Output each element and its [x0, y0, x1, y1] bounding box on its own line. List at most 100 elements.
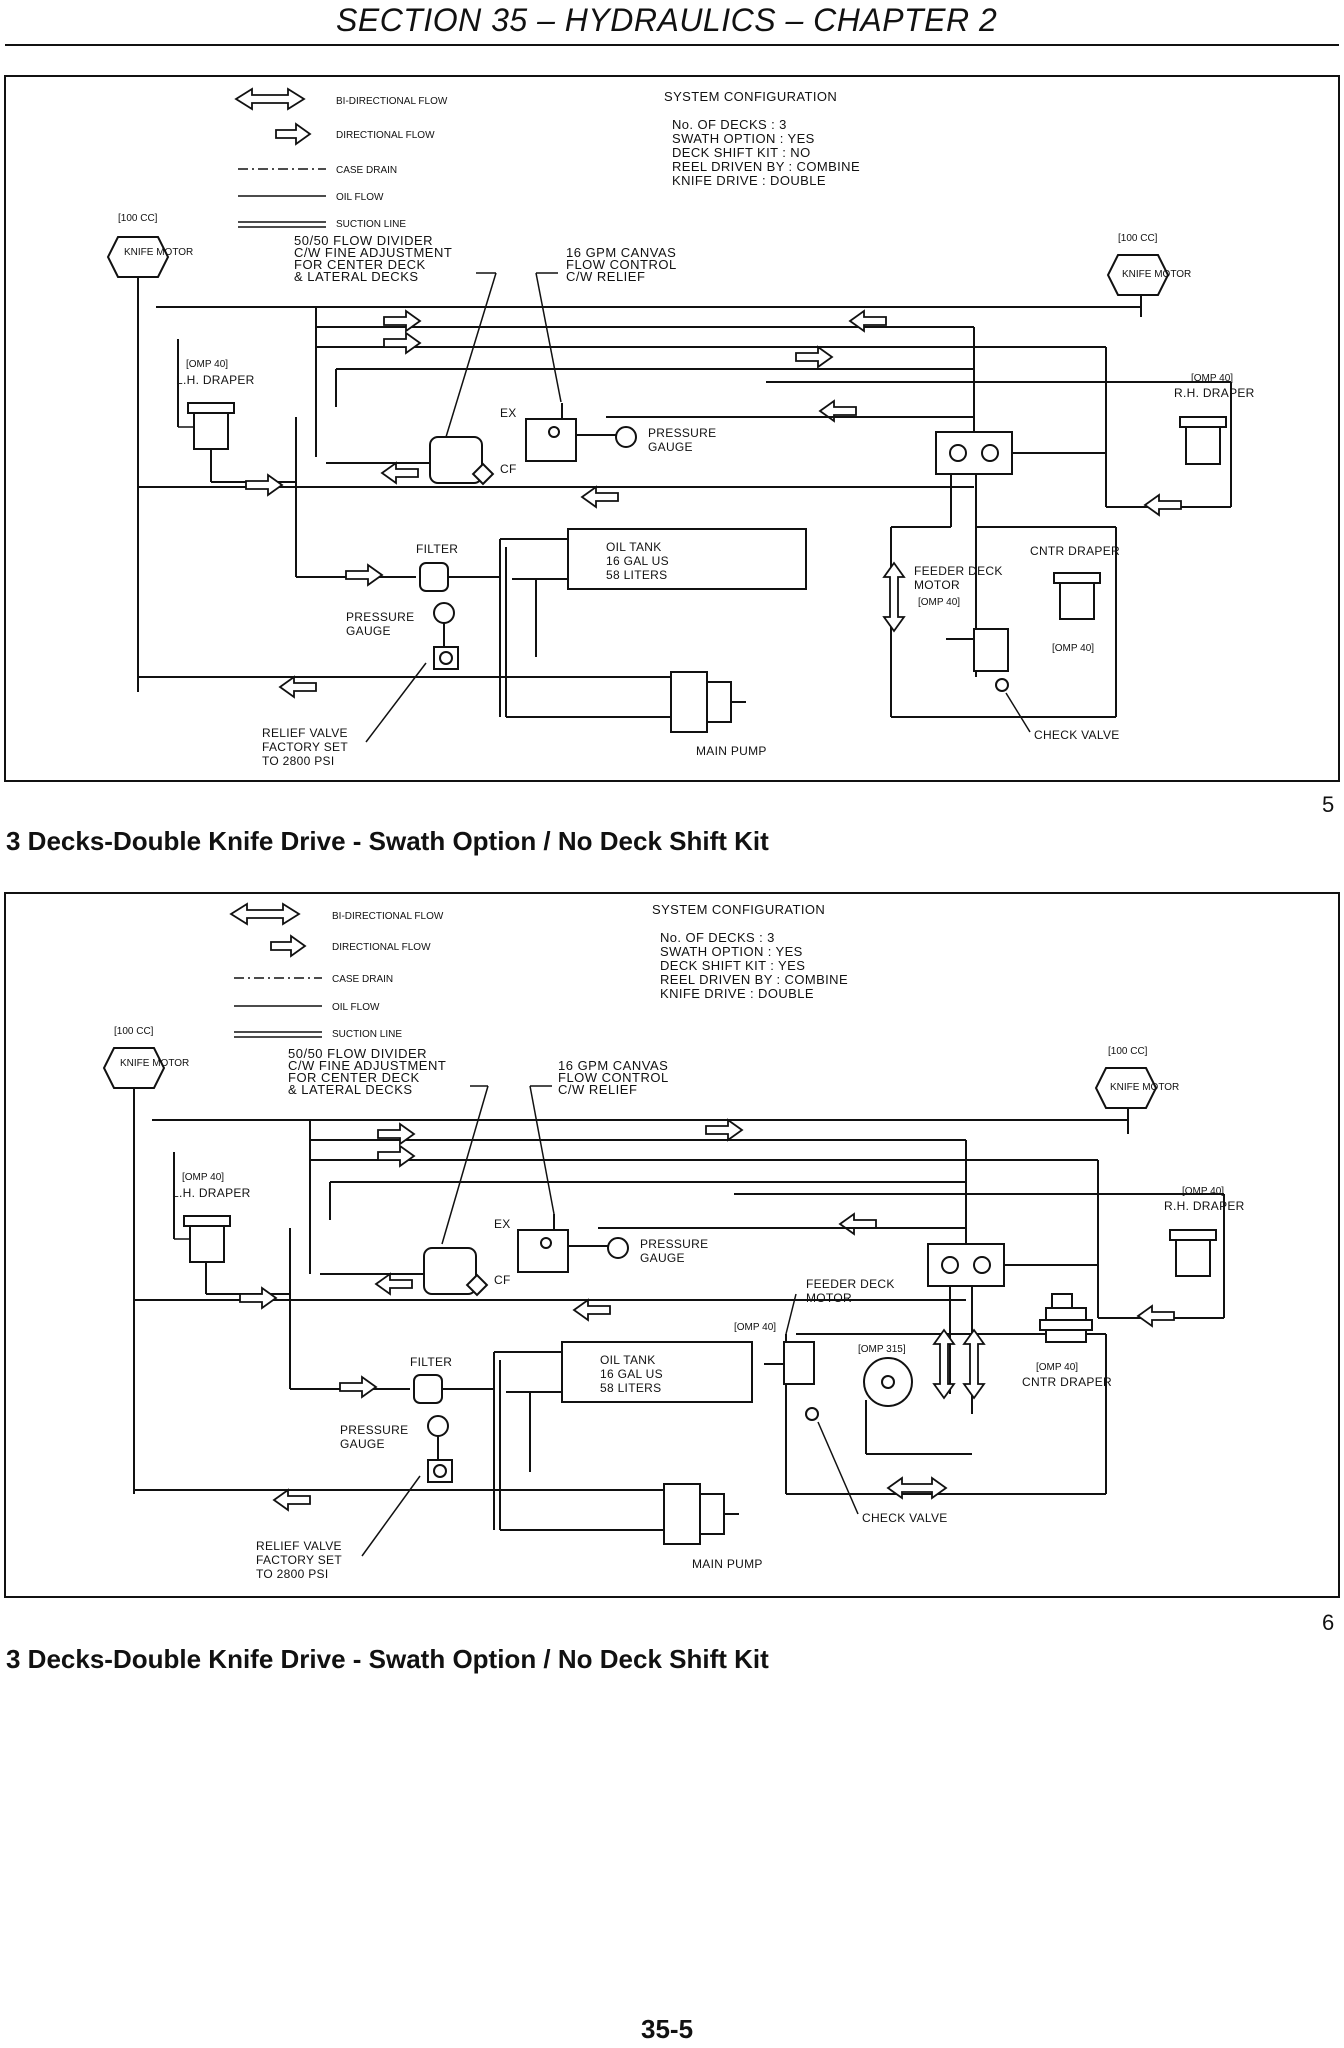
svg-text:R.H. DRAPER: R.H. DRAPER [1174, 386, 1255, 400]
svg-text:KNIFE DRIVE : DOUBLE: KNIFE DRIVE : DOUBLE [660, 986, 814, 1001]
svg-text:[OMP 40]: [OMP 40] [1182, 1186, 1224, 1197]
svg-text:TO 2800 PSI: TO 2800 PSI [262, 754, 334, 768]
diagram-5-svg: BI-DIRECTIONAL FLOW DIRECTIONAL FLOW CAS… [106, 87, 1255, 768]
svg-text:R.H. DRAPER: R.H. DRAPER [1164, 1199, 1245, 1213]
legend-case-drain: CASE DRAIN [336, 165, 397, 176]
svg-text:16 GAL US: 16 GAL US [606, 554, 669, 568]
page-header: SECTION 35 – HYDRAULICS – CHAPTER 2 [0, 0, 1344, 46]
svg-text:PRESSURE: PRESSURE [346, 610, 414, 624]
svg-text:FOR CENTER DECK: FOR CENTER DECK [288, 1070, 420, 1085]
svg-text:[OMP 40]: [OMP 40] [1036, 1362, 1078, 1373]
right-knife-motor: [100 CC] KNIFE MOTOR [1094, 1046, 1179, 1134]
svg-text:PRESSURE: PRESSURE [340, 1423, 408, 1437]
svg-text:No. OF DECKS : 3: No. OF DECKS : 3 [660, 930, 775, 945]
config-reel: REEL DRIVEN BY : COMBINE [672, 159, 860, 174]
svg-text:16 GPM CANVAS: 16 GPM CANVAS [558, 1058, 668, 1073]
svg-text:GAUGE: GAUGE [346, 624, 391, 638]
directional-arrow-symbol [275, 122, 312, 146]
oil-tank: OIL TANK 16 GAL US 58 LITERS [493, 1341, 753, 1530]
svg-text:FACTORY SET: FACTORY SET [256, 1553, 342, 1567]
filter: FILTER [289, 1228, 494, 1404]
legend-oil-flow: OIL FLOW [336, 192, 384, 203]
svg-text:& LATERAL DECKS: & LATERAL DECKS [294, 269, 419, 284]
system-configuration: SYSTEM CONFIGURATION No. OF DECKS : 3 SW… [664, 89, 860, 188]
svg-text:KNIFE MOTOR: KNIFE MOTOR [1122, 269, 1191, 280]
svg-text:CHECK VALVE: CHECK VALVE [862, 1511, 948, 1525]
svg-text:[OMP 40]: [OMP 40] [186, 359, 228, 370]
svg-text:[OMP 40]: [OMP 40] [918, 597, 960, 608]
figure-caption-5: 3 Decks-Double Knife Drive - Swath Optio… [6, 826, 769, 856]
svg-text:[100 CC]: [100 CC] [118, 213, 158, 224]
svg-text:MAIN PUMP: MAIN PUMP [696, 744, 767, 758]
svg-text:MOTOR: MOTOR [806, 1291, 852, 1305]
left-knife-motor: [100 CC] KNIFE MOTOR [102, 1026, 189, 1494]
rh-draper: [OMP 40] R.H. DRAPER [1097, 1160, 1245, 1328]
header-rule [5, 44, 1339, 46]
page-number: 35-5 [641, 2014, 694, 2044]
svg-text:OIL FLOW: OIL FLOW [332, 1002, 380, 1013]
flow-divider-block: EX CF PRESSURE GAUGE [326, 403, 974, 486]
left-knife-motor: [100 CC] KNIFE MOTOR [106, 213, 193, 692]
svg-text:RELIEF VALVE: RELIEF VALVE [262, 726, 348, 740]
svg-text:50/50 FLOW DIVIDER: 50/50 FLOW DIVIDER [294, 233, 433, 248]
svg-text:C/W FINE ADJUSTMENT: C/W FINE ADJUSTMENT [288, 1058, 446, 1073]
svg-text:[OMP 315]: [OMP 315] [858, 1344, 906, 1355]
cntr-draper: [OMP 40] CNTR DRAPER [1006, 1293, 1112, 1494]
check-valve: CHECK VALVE [995, 678, 1119, 742]
svg-text:GAUGE: GAUGE [648, 440, 693, 454]
right-knife-motor: [100 CC] KNIFE MOTOR [1106, 233, 1191, 317]
svg-text:FILTER: FILTER [416, 542, 458, 556]
legend: BI-DIRECTIONAL FLOW DIRECTIONAL FLOW CAS… [234, 87, 448, 230]
feeder-deck-motor: [OMP 40] [OMP 315] [734, 1322, 1106, 1500]
svg-text:[100 CC]: [100 CC] [1118, 233, 1158, 244]
svg-text:C/W FINE ADJUSTMENT: C/W FINE ADJUSTMENT [294, 245, 452, 260]
svg-text:C/W RELIEF: C/W RELIEF [558, 1082, 637, 1097]
svg-text:GAUGE: GAUGE [340, 1437, 385, 1451]
svg-text:[OMP 40]: [OMP 40] [182, 1172, 224, 1183]
figure-number-5: 5 [1322, 792, 1335, 817]
svg-text:MOTOR: MOTOR [914, 578, 960, 592]
rh-draper: [OMP 40] R.H. DRAPER [1105, 347, 1255, 517]
config-decks: No. OF DECKS : 3 [672, 117, 787, 132]
legend: BI-DIRECTIONAL FLOW DIRECTIONAL FLOW CAS… [229, 902, 444, 1040]
figure-number-6: 6 [1322, 1610, 1335, 1635]
svg-text:FILTER: FILTER [410, 1355, 452, 1369]
svg-text:CF: CF [494, 1273, 511, 1287]
svg-text:C/W RELIEF: C/W RELIEF [566, 269, 645, 284]
svg-text:L.H. DRAPER: L.H. DRAPER [172, 1186, 251, 1200]
svg-text:TO 2800 PSI: TO 2800 PSI [256, 1567, 328, 1581]
legend-suction: SUCTION LINE [336, 219, 406, 230]
svg-text:[100 CC]: [100 CC] [114, 1026, 154, 1037]
main-pump: MAIN PUMP [138, 671, 767, 758]
hydraulic-diagram-figure-5: BI-DIRECTIONAL FLOW DIRECTIONAL FLOW CAS… [4, 75, 1340, 782]
filter: FILTER [295, 417, 500, 592]
svg-text:FLOW CONTROL: FLOW CONTROL [558, 1070, 669, 1085]
svg-text:CF: CF [500, 462, 517, 476]
svg-text:& LATERAL DECKS: & LATERAL DECKS [288, 1082, 413, 1097]
svg-text:OIL TANK: OIL TANK [600, 1353, 656, 1367]
svg-text:GAUGE: GAUGE [640, 1251, 685, 1265]
legend-bidirectional: BI-DIRECTIONAL FLOW [336, 96, 448, 107]
lh-draper: [OMP 40] L.H. DRAPER [176, 339, 296, 483]
svg-text:REEL DRIVEN BY : COMBINE: REEL DRIVEN BY : COMBINE [660, 972, 848, 987]
valve-block: FEEDER DECK MOTOR [785, 1140, 1098, 1335]
svg-text:MAIN PUMP: MAIN PUMP [692, 1557, 763, 1571]
svg-text:[OMP 40]: [OMP 40] [1191, 373, 1233, 384]
svg-text:EX: EX [494, 1217, 511, 1231]
svg-text:SUCTION LINE: SUCTION LINE [332, 1029, 402, 1040]
relief-valve-group: PRESSURE GAUGE RELIEF VALVE FACTORY SET … [256, 1415, 453, 1581]
oil-tank: OIL TANK 16 GAL US 58 LITERS [499, 528, 807, 717]
svg-text:CNTR DRAPER: CNTR DRAPER [1022, 1375, 1112, 1389]
config-swath: SWATH OPTION : YES [672, 131, 815, 146]
svg-text:58 LITERS: 58 LITERS [606, 568, 667, 582]
svg-text:PRESSURE: PRESSURE [640, 1237, 708, 1251]
svg-text:CNTR DRAPER: CNTR DRAPER [1030, 544, 1120, 558]
svg-text:[100 CC]: [100 CC] [1108, 1046, 1148, 1057]
feeder-deck-motor: FEEDER DECK MOTOR [OMP 40] [882, 526, 1009, 718]
system-configuration: SYSTEM CONFIGURATION No. OF DECKS : 3 SW… [652, 902, 848, 1001]
valve-block [935, 327, 1106, 475]
svg-text:FACTORY SET: FACTORY SET [262, 740, 348, 754]
svg-text:58 LITERS: 58 LITERS [600, 1381, 661, 1395]
svg-text:FOR CENTER DECK: FOR CENTER DECK [294, 257, 426, 272]
lh-draper: [OMP 40] L.H. DRAPER [172, 1152, 290, 1295]
